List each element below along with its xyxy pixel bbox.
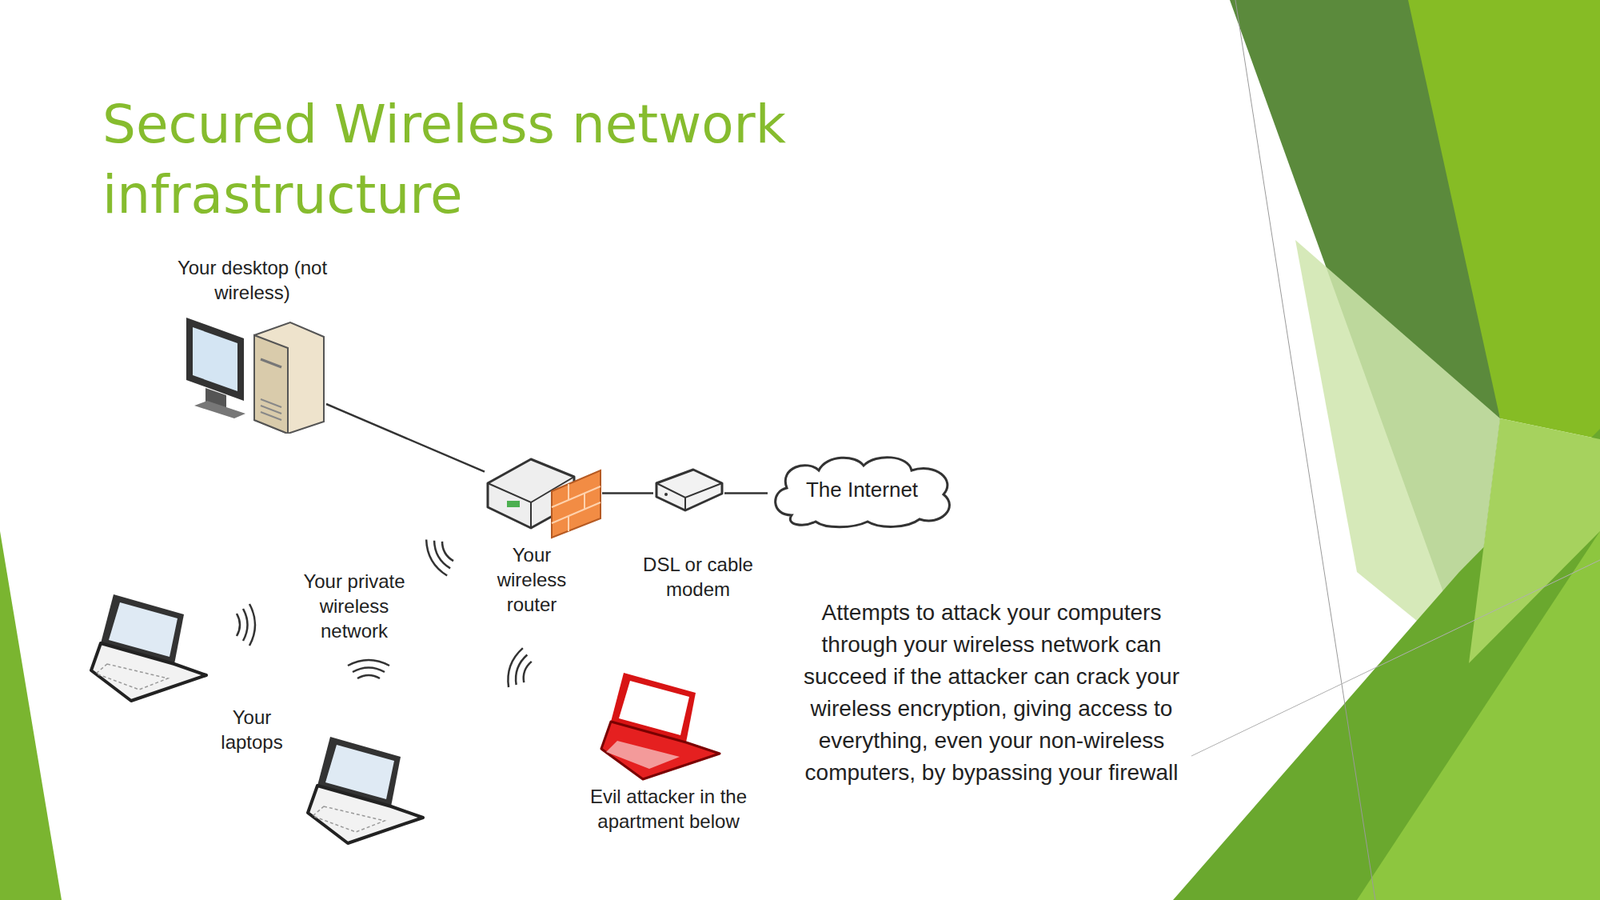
device-node: Your wireless router	[484, 454, 603, 539]
device-node: The Internet	[767, 450, 957, 529]
network-cable	[724, 492, 768, 494]
deco-line	[1191, 559, 1600, 756]
device-node: Your desktop (not wireless)	[178, 311, 327, 434]
cable-line	[724, 491, 768, 495]
network-cable	[326, 403, 485, 472]
wireless-waves	[502, 646, 535, 692]
deco-shape	[0, 530, 62, 900]
wireless-waves	[236, 603, 256, 646]
network-cable	[602, 492, 654, 494]
cable-line	[326, 403, 485, 472]
laptop-icon	[91, 594, 207, 701]
device-node: Evil attacker in the apartment below	[599, 668, 723, 781]
cable-line	[602, 491, 654, 495]
node-label: Your wireless router	[483, 542, 580, 617]
deco-shape	[1356, 530, 1600, 900]
node-label: The Internet	[767, 450, 957, 529]
wireless-waves	[421, 532, 459, 579]
deco-shape	[1468, 418, 1600, 663]
node-label: Your desktop (not wireless)	[172, 255, 333, 305]
device-node: DSL or cable modem	[653, 466, 725, 513]
deco-line	[1235, 0, 1376, 900]
node-label: DSL or cable modem	[628, 551, 769, 602]
network-label: Your private wireless network	[294, 568, 415, 643]
slide-title: Secured Wireless network infrastructure	[102, 89, 1022, 231]
node-label: Evil attacker in the apartment below	[572, 783, 765, 834]
laptops-label: Your laptops	[199, 704, 304, 755]
wireless-waves	[347, 659, 390, 679]
note-text: Attempts to attack your computers throug…	[791, 596, 1192, 789]
laptop-icon	[307, 736, 423, 843]
